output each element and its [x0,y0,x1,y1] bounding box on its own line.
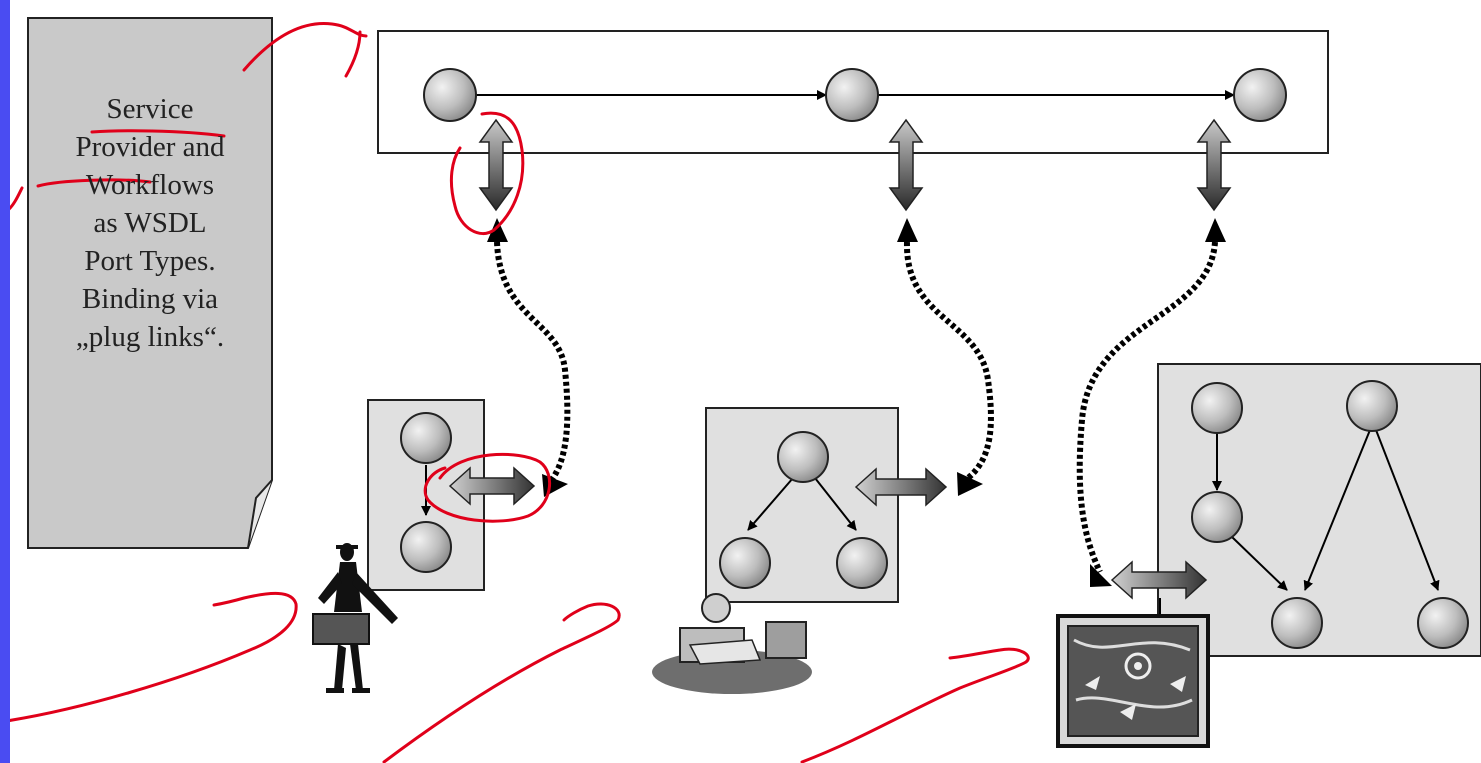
service-provider-note [27,17,273,549]
service2-node-left [719,537,771,589]
service3-node-a [1191,382,1243,434]
plug-link-3 [1076,241,1218,574]
service1-node-bottom [400,521,452,573]
note-line: Provider and [75,131,225,163]
workflow-node-1 [423,68,477,122]
service1-plug-arrow [448,466,536,506]
plug-link-1 [494,241,571,484]
slide-canvas: Service Provider and Workflows as WSDL P… [10,0,1481,763]
plug-arrows-vertical [478,118,1232,212]
office-workstation-icon [652,593,812,694]
note-line: Service [106,93,194,125]
service2-node-top [777,431,829,483]
service1-node-top [400,412,452,464]
plug-links-dotted [494,241,1218,574]
plug-arrow-3 [1196,118,1232,212]
note-line: Binding via [81,283,219,315]
note-line: as WSDL [93,207,207,239]
service3-node-d [1271,597,1323,649]
person-with-briefcase-icon [312,543,398,693]
note-line: „plug links“. [75,321,225,353]
service-box-3 [1110,363,1481,657]
service3-node-e [1417,597,1469,649]
plug-link-2 [903,241,994,481]
map-icon [1056,614,1210,748]
handwritten-annotations [10,21,1030,763]
service2-plug-arrow [854,467,948,507]
service3-plug-arrow [1110,560,1208,600]
service3-node-b [1346,380,1398,432]
plug-arrow-2 [888,118,924,212]
note-line: Port Types. [84,245,216,277]
note-line: Workflows [85,169,215,201]
workflow-box [377,30,1329,154]
workflow-node-3 [1233,68,1287,122]
service2-node-right [836,537,888,589]
plug-arrow-1 [478,118,514,212]
service-provider-note-text: Service Provider and Workflows as WSDL P… [28,90,272,356]
service-box-2 [705,407,948,603]
service-box-1 [367,399,536,591]
service3-node-c [1191,491,1243,543]
workflow-node-2 [825,68,879,122]
